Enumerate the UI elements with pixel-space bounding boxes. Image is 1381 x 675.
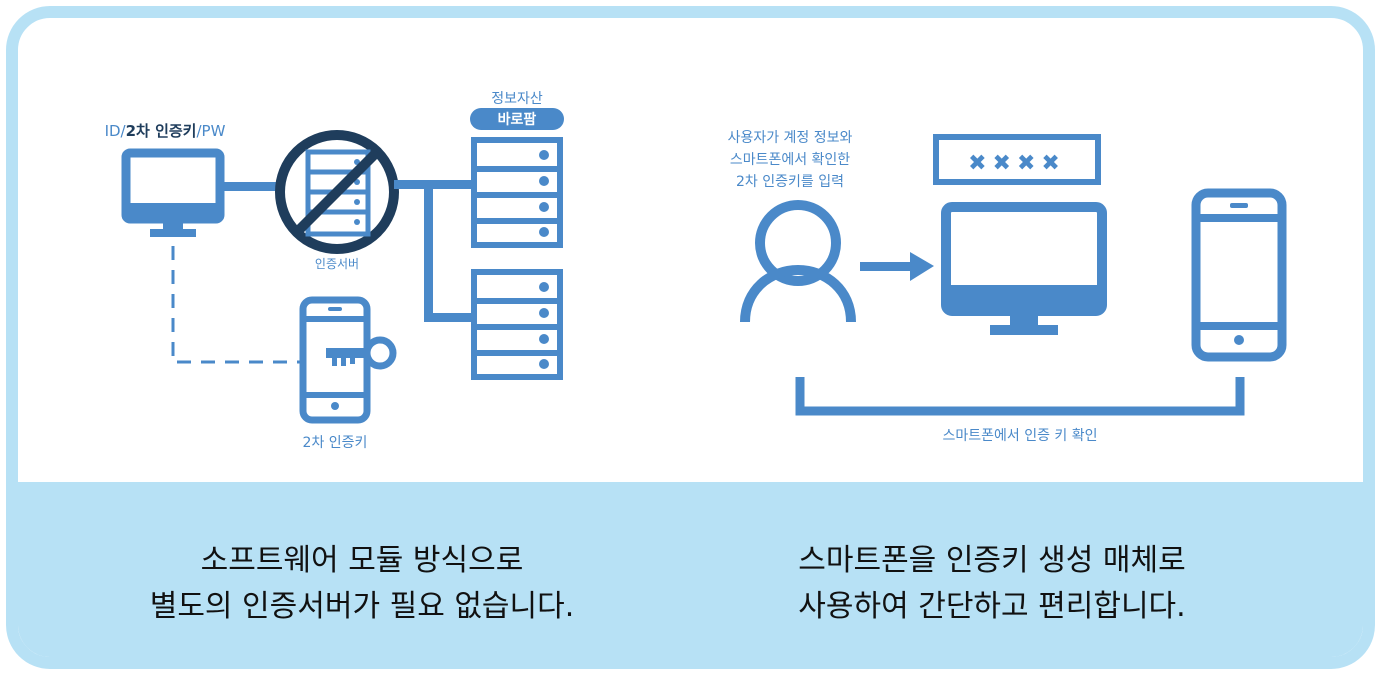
pc-server-link [220,182,280,191]
info-asset-label: 정보자산 [491,91,543,107]
smartphone-icon [1191,188,1287,362]
server-asset-links [394,180,474,322]
asset-server-rack-bottom [471,269,563,380]
pc-label: ID/2차 인증키/PW [105,122,226,140]
user-text-line-3: 2차 인증키를 입력 [736,174,844,190]
password-mask: ✖✖✖✖ [968,151,1066,176]
verification-bracket [795,377,1245,416]
phone-key-label: 2차 인증키 [303,435,368,451]
password-box [933,134,1101,185]
bracket-label: 스마트폰에서 인증 키 확인 [942,428,1097,444]
asset-server-rack-top [471,137,563,248]
user-icon [740,200,856,323]
caption-right-line-2: 사용하여 간단하고 편리합니다. [798,589,1186,624]
user-monitor-icon [941,202,1107,335]
pc-monitor-icon [121,148,225,237]
product-badge [470,108,564,130]
pc-phone-dashed-link [171,246,300,364]
auth-server-blocked-icon [275,130,399,254]
caption-right-line-1: 스마트폰을 인증키 생성 매체로 [798,543,1186,578]
phone-key-icon [299,296,397,424]
user-text-line-1: 사용자가 계정 정보와 [728,130,853,146]
product-badge-label: 바로팜 [498,111,537,128]
content-frame [6,6,1375,669]
auth-server-label: 인증서버 [315,257,359,271]
arrow-right-icon [860,252,934,281]
caption-left: 소프트웨어 모듈 방식으로 별도의 인증서버가 필요 없습니다. [112,538,612,630]
caption-left-line-2: 별도의 인증서버가 필요 없습니다. [149,589,575,624]
caption-right: 스마트폰을 인증키 생성 매체로 사용하여 간단하고 편리합니다. [742,538,1242,630]
caption-left-line-1: 소프트웨어 모듈 방식으로 [200,543,524,578]
user-text-line-2: 스마트폰에서 확인한 [730,152,850,168]
caption-band [18,482,1363,657]
